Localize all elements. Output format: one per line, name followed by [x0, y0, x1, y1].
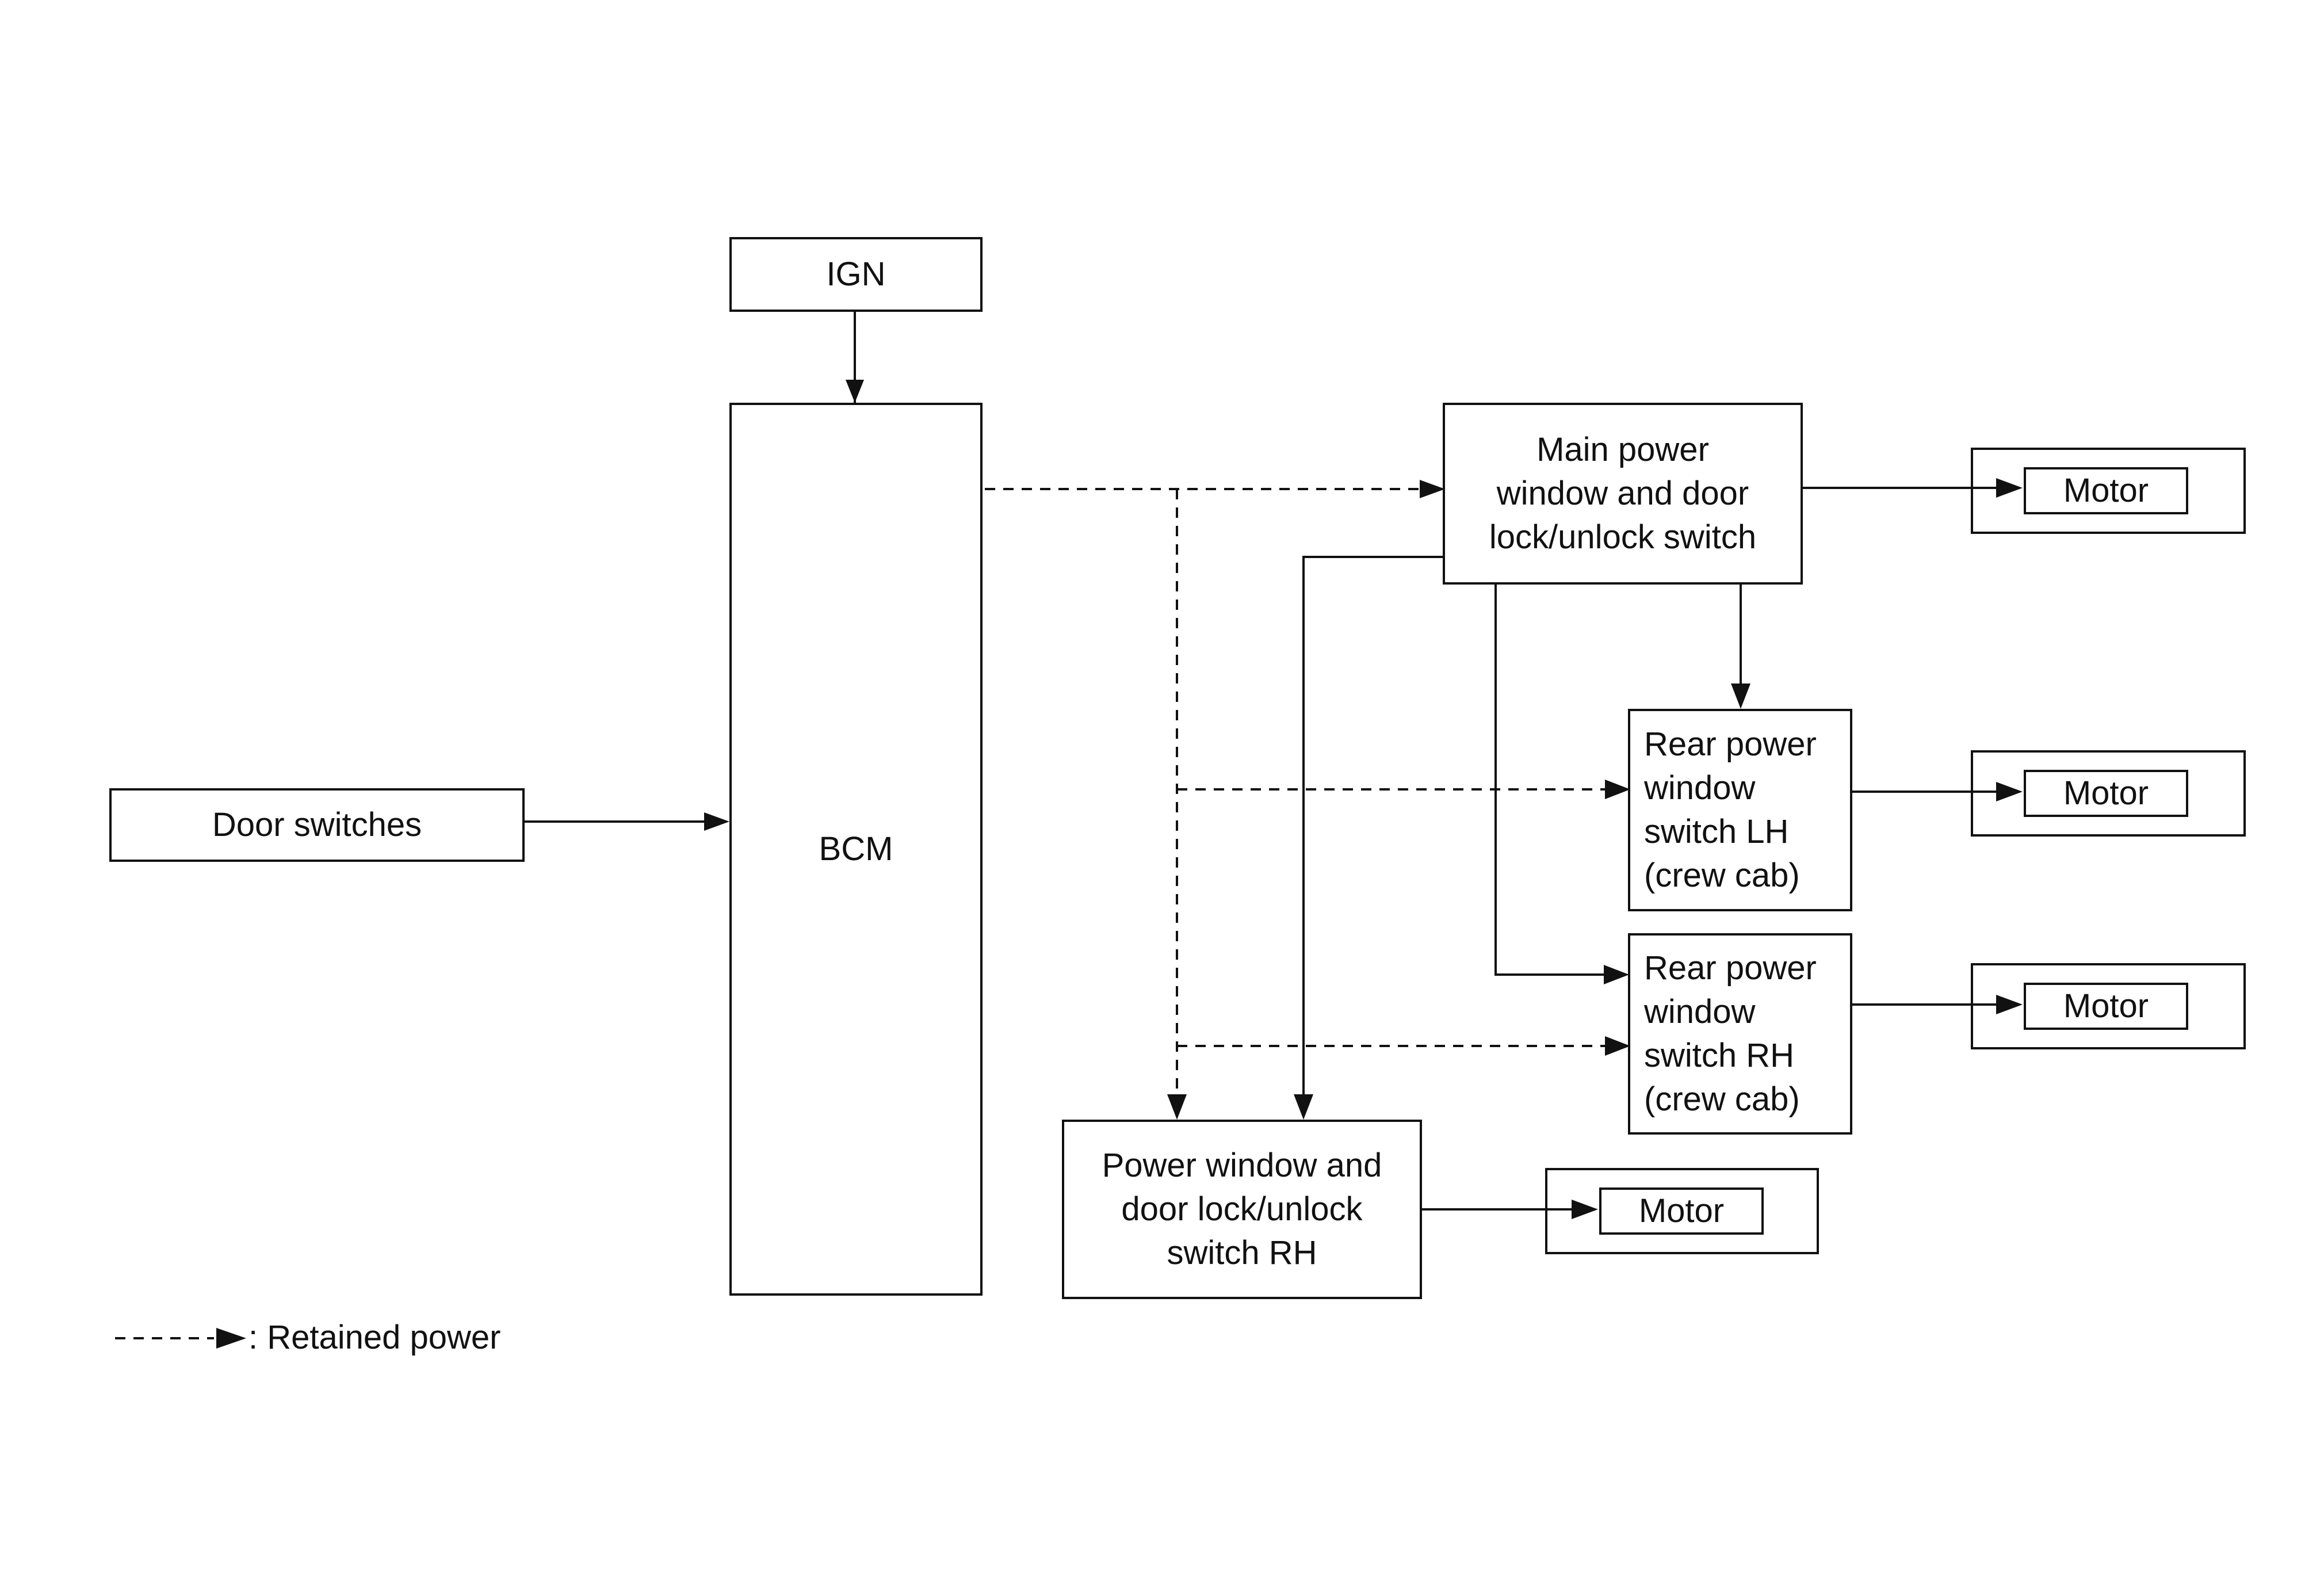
- bcm-label: BCM: [819, 830, 893, 868]
- motor-lh-outer-box: [1971, 750, 2246, 837]
- door-switches-box: Door switches: [109, 788, 525, 862]
- motor-rh-label: Motor: [2063, 987, 2149, 1025]
- motor-rh-box: Motor: [2024, 983, 2188, 1030]
- rear-rh-switch-box: Rear power window switch RH (crew cab): [1628, 933, 1852, 1135]
- bcm-to-rear-rh-dashed-arrow: [1605, 1036, 1630, 1056]
- main-switch-label: Main power window and door lock/unlock s…: [1489, 431, 1757, 556]
- rear-rh-to-motor-arrow: [1996, 995, 2023, 1014]
- switch-rh-label: Power window and door lock/unlock switch…: [1102, 1147, 1382, 1271]
- door-switches-label: Door switches: [212, 806, 422, 843]
- motor-front-rh-outer-box: [1545, 1168, 1819, 1254]
- bcm-to-main-dashed-arrow: [1420, 480, 1445, 498]
- main-to-rear-rh-line: [1494, 583, 1621, 976]
- rear-lh-switch-box: Rear power window switch LH (crew cab): [1628, 709, 1852, 911]
- motor-lh-box: Motor: [2024, 770, 2188, 817]
- rear-lh-switch-label: Rear power window switch LH (crew cab): [1644, 726, 1817, 894]
- motor-main-box: Motor: [2024, 467, 2188, 514]
- door-switches-to-bcm-arrow: [704, 812, 729, 831]
- bcm-box: BCM: [729, 403, 983, 1296]
- switch-rh-box: Power window and door lock/unlock switch…: [1062, 1120, 1422, 1299]
- motor-lh-label: Motor: [2063, 774, 2149, 812]
- main-to-switch-rh-line: [1302, 556, 1443, 1110]
- main-to-switch-rh-arrow: [1294, 1094, 1313, 1120]
- legend-dashed-arrow: [216, 1328, 246, 1349]
- motor-main-outer-box: [1971, 448, 2246, 534]
- bcm-to-switch-rh-dashed-arrow: [1167, 1094, 1187, 1120]
- legend-retained-power: : Retained power: [249, 1319, 501, 1356]
- rear-lh-to-motor-arrow: [1996, 782, 2023, 801]
- main-switch-box: Main power window and door lock/unlock s…: [1443, 403, 1803, 585]
- ign-to-bcm-arrow: [846, 380, 864, 403]
- bcm-to-rear-lh-dashed-arrow: [1605, 780, 1630, 799]
- main-to-rear-lh-arrow: [1731, 684, 1750, 709]
- rear-rh-switch-label: Rear power window switch RH (crew cab): [1644, 949, 1817, 1118]
- ign-box: IGN: [729, 237, 983, 312]
- ign-label: IGN: [826, 255, 886, 293]
- motor-front-rh-label: Motor: [1638, 1192, 1725, 1229]
- main-to-rear-rh-arrow: [1604, 965, 1629, 984]
- motor-main-label: Motor: [2063, 472, 2149, 509]
- main-to-motor-arrow: [1996, 478, 2023, 498]
- switch-rh-to-motor-arrow: [1572, 1200, 1598, 1219]
- motor-rh-outer-box: [1971, 963, 2246, 1049]
- motor-front-rh-box: Motor: [1599, 1187, 1764, 1235]
